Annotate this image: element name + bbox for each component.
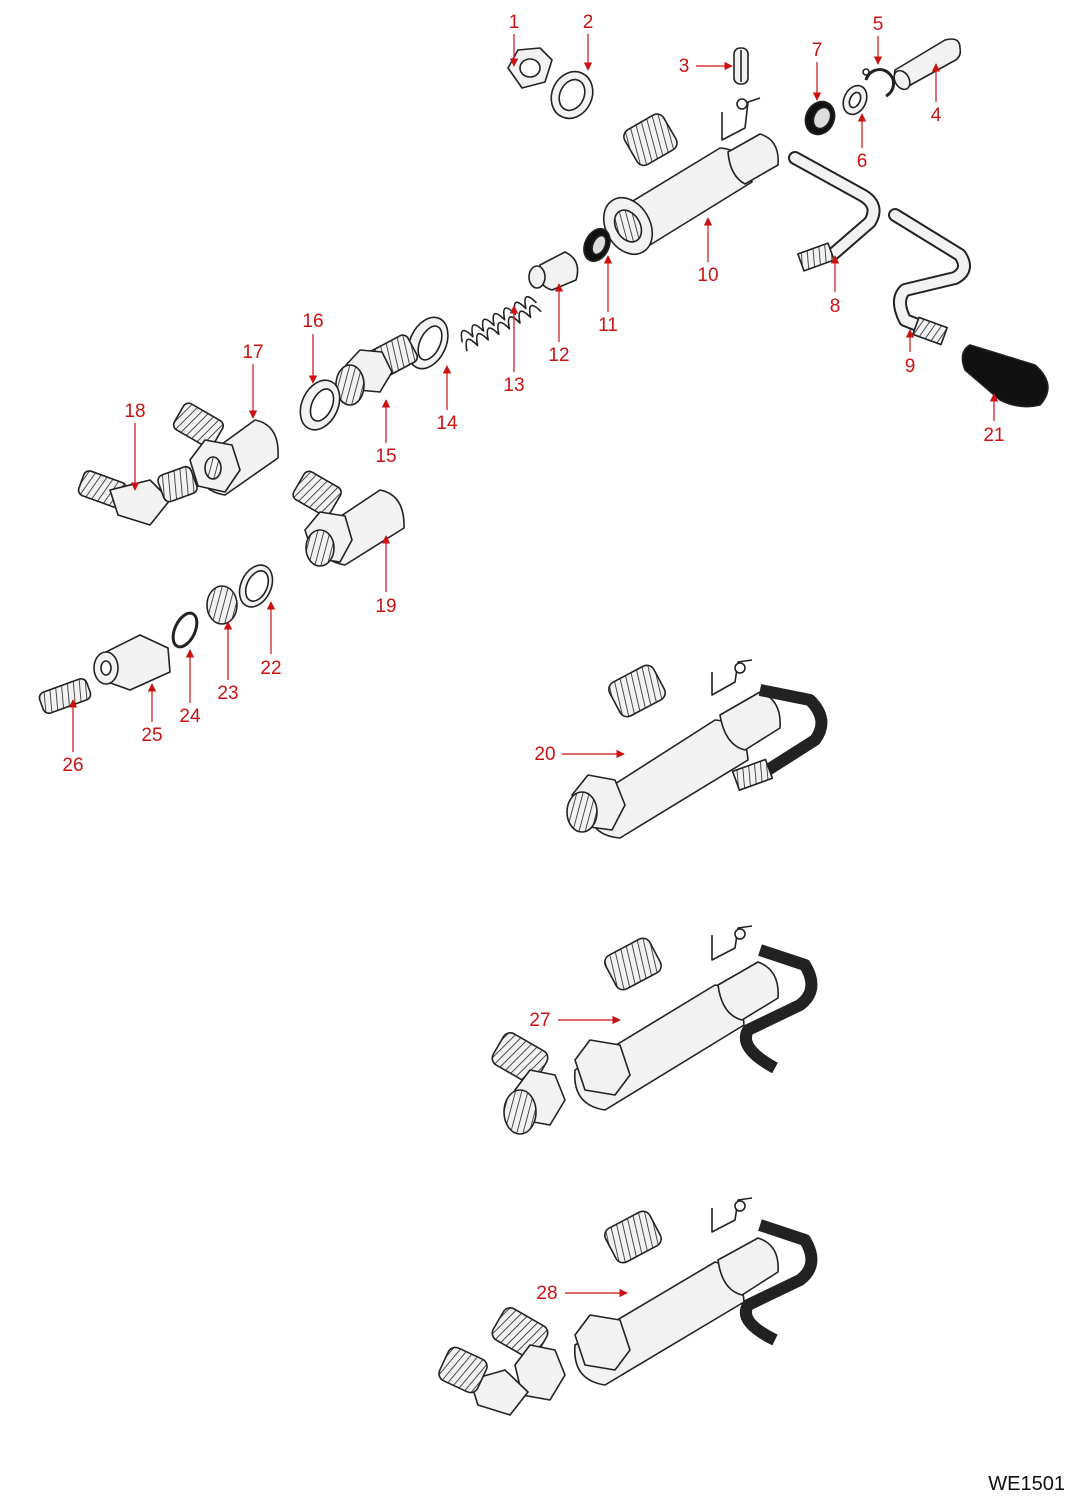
svg-text:27: 27 — [529, 1010, 550, 1031]
callouts: 1 2 3 4 5 6 7 8 9 10 11 12 13 14 15 16 1… — [62, 12, 1004, 1304]
callout: 5 — [873, 14, 884, 65]
svg-text:2: 2 — [583, 12, 594, 33]
gasket-ring — [238, 564, 274, 608]
svg-text:5: 5 — [873, 14, 884, 35]
callout: 7 — [812, 40, 823, 101]
svg-text:14: 14 — [436, 413, 458, 434]
svg-text:10: 10 — [697, 265, 718, 286]
callout: 10 — [697, 217, 719, 286]
svg-text:3: 3 — [679, 56, 690, 77]
callout: 8 — [830, 255, 841, 317]
svg-text:8: 8 — [830, 296, 841, 317]
sealing-washer — [299, 379, 341, 431]
svg-text:16: 16 — [302, 311, 323, 332]
svg-text:21: 21 — [983, 425, 1004, 446]
assembly-27 — [491, 925, 818, 1135]
callout: 14 — [436, 365, 458, 434]
svg-text:6: 6 — [857, 151, 868, 172]
plunger — [528, 251, 579, 291]
callout: 17 — [242, 342, 264, 419]
svg-text:26: 26 — [62, 755, 83, 776]
svg-text:25: 25 — [141, 725, 162, 746]
callout: 16 — [302, 311, 324, 384]
callout: 28 — [536, 1283, 628, 1304]
callout: 2 — [583, 12, 594, 71]
svg-text:23: 23 — [217, 683, 238, 704]
o-ring-seal — [583, 227, 611, 263]
parts-drawing — [38, 38, 1049, 1416]
callout: 6 — [857, 113, 868, 172]
bent-rod-2 — [888, 208, 971, 346]
drawing-id: WE1501 — [988, 1473, 1065, 1495]
valve-body — [602, 97, 779, 256]
callout: 4 — [931, 63, 942, 126]
svg-text:15: 15 — [375, 446, 396, 467]
hex-nut — [507, 47, 553, 89]
elbow-adapter — [77, 465, 198, 526]
spring — [460, 295, 542, 352]
small-washer — [842, 84, 868, 116]
callout: 22 — [260, 601, 282, 679]
svg-text:28: 28 — [536, 1283, 557, 1304]
rubber-knob — [961, 344, 1049, 408]
callout: 1 — [509, 12, 520, 67]
svg-text:18: 18 — [124, 401, 145, 422]
assembly-28 — [438, 1197, 818, 1416]
callout: 20 — [534, 744, 625, 765]
elbow-fitting-2 — [292, 470, 405, 567]
svg-text:13: 13 — [503, 375, 524, 396]
svg-text:19: 19 — [375, 596, 396, 617]
hex-fitting — [335, 334, 419, 406]
callout: 27 — [529, 1010, 621, 1031]
callout: 21 — [983, 393, 1005, 446]
svg-text:11: 11 — [598, 315, 618, 336]
taper-pin — [893, 38, 962, 91]
callout: 24 — [179, 649, 201, 727]
callout: 25 — [141, 683, 163, 746]
svg-text:24: 24 — [179, 706, 201, 727]
svg-text:20: 20 — [534, 744, 555, 765]
callout: 26 — [62, 699, 84, 776]
callout: 11 — [598, 255, 618, 336]
svg-text:12: 12 — [548, 345, 569, 366]
callout: 13 — [503, 305, 525, 396]
nozzle-tip — [38, 678, 92, 714]
nozzle-body — [93, 634, 171, 691]
svg-text:9: 9 — [905, 356, 916, 377]
callout: 23 — [217, 621, 239, 704]
assembly-20 — [566, 659, 828, 839]
callout: 12 — [548, 283, 570, 366]
circlip — [862, 68, 896, 98]
seal-ring — [804, 100, 836, 136]
svg-text:1: 1 — [509, 12, 520, 33]
elbow-fitting — [172, 402, 279, 496]
svg-text:4: 4 — [931, 105, 942, 126]
callout: 9 — [905, 329, 916, 377]
roll-pin — [733, 47, 749, 85]
callout: 19 — [375, 535, 397, 617]
flat-washer — [407, 316, 449, 370]
washer — [550, 70, 594, 120]
callout: 18 — [124, 401, 146, 491]
svg-text:22: 22 — [260, 658, 281, 679]
svg-text:7: 7 — [812, 40, 823, 61]
callout: 3 — [679, 56, 733, 77]
bent-rod — [788, 151, 881, 272]
svg-text:17: 17 — [242, 342, 263, 363]
o-ring — [171, 611, 199, 649]
callout: 15 — [375, 399, 397, 467]
filter-screen — [206, 585, 238, 625]
